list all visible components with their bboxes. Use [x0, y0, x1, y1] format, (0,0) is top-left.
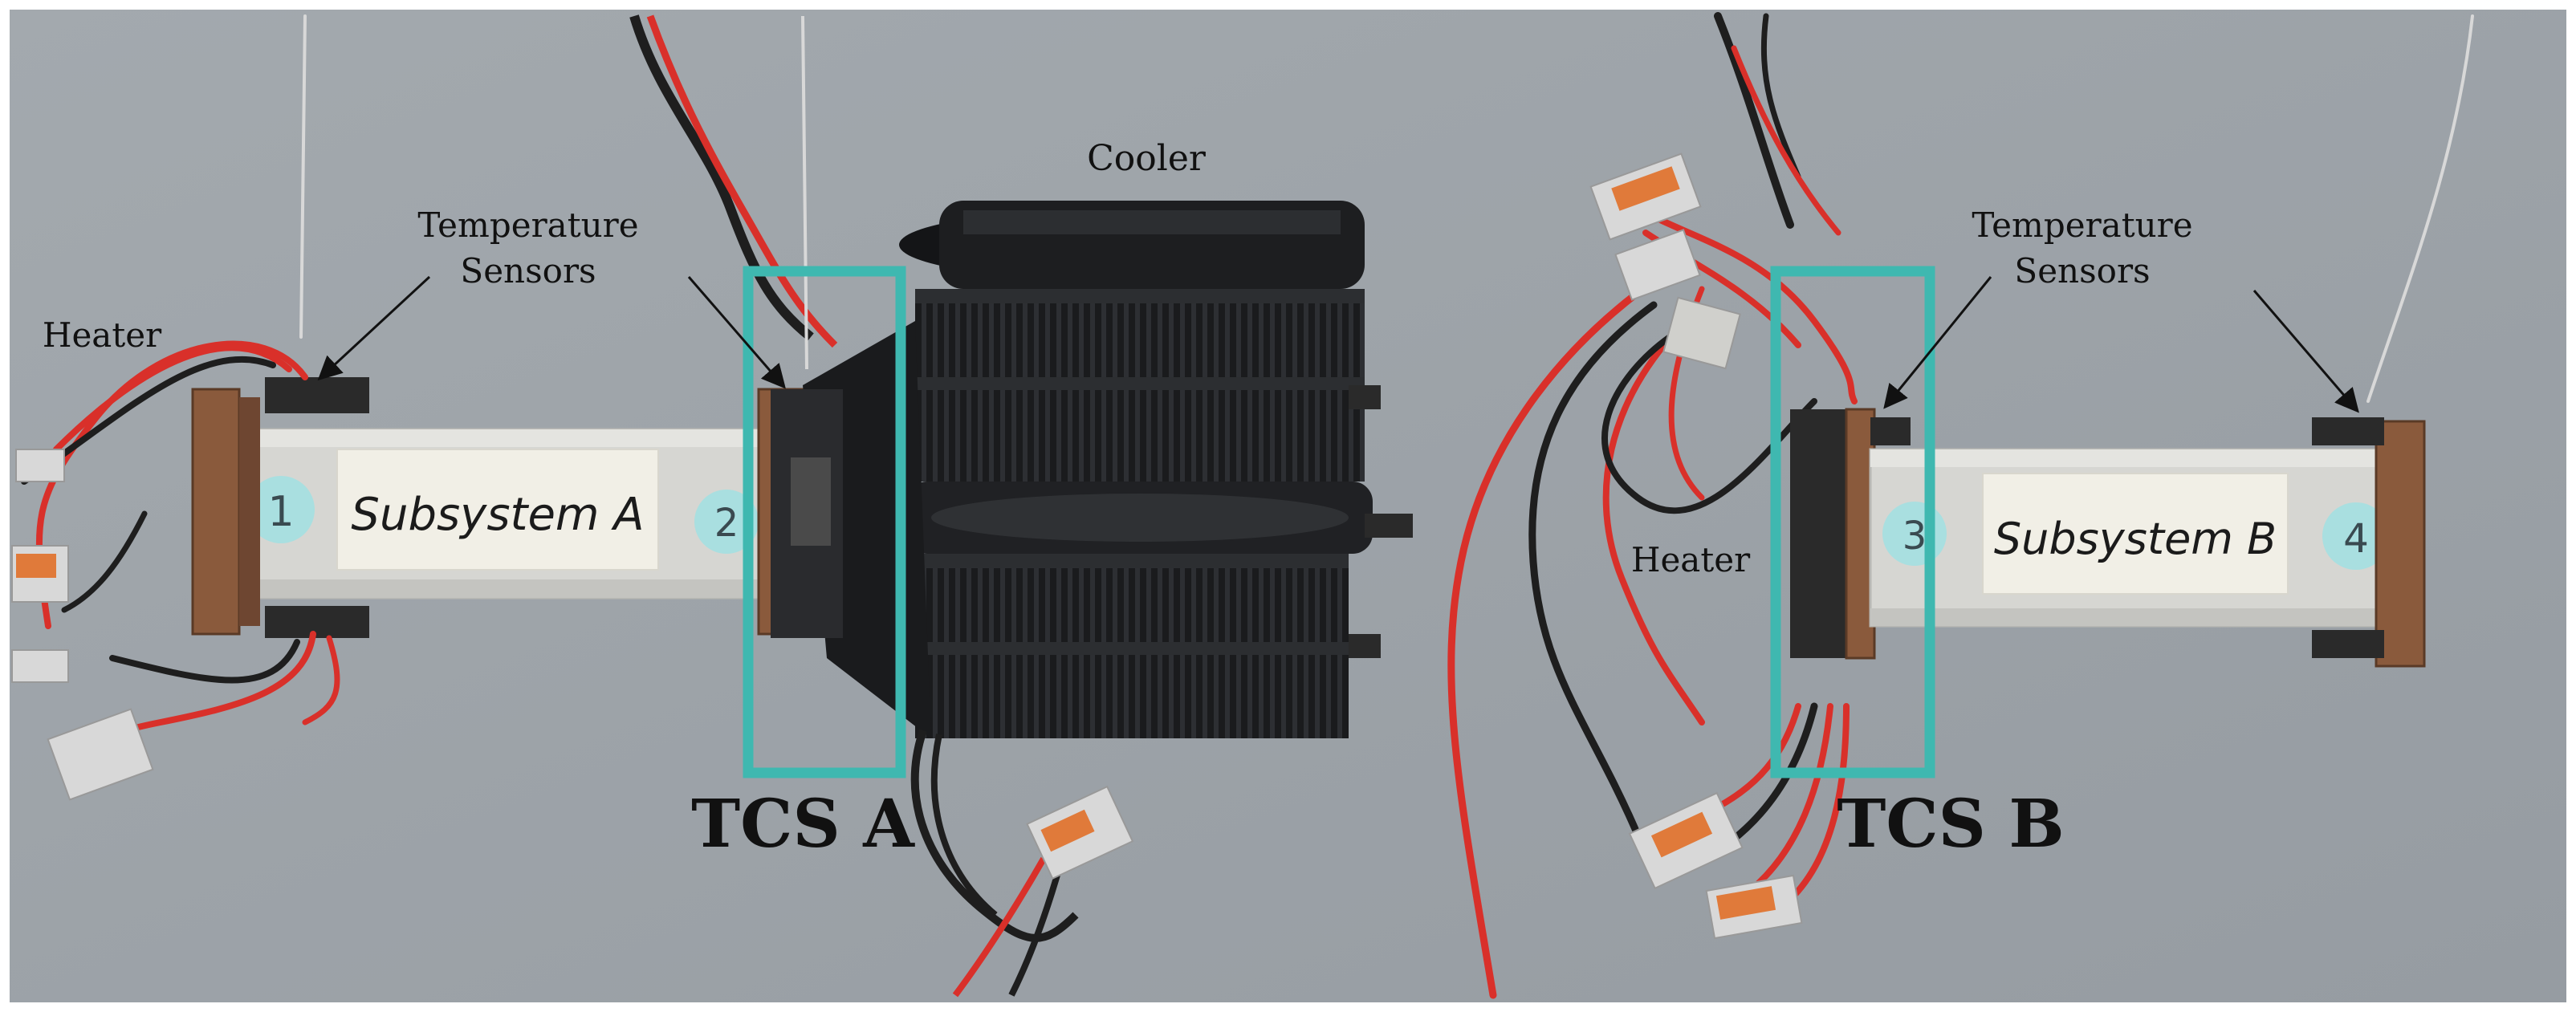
marker-3-label: 3	[1902, 514, 1927, 559]
sensors-left-line1: Temperature	[417, 205, 638, 245]
marker-dot-4	[2322, 502, 2390, 570]
connector-icon	[11, 449, 154, 801]
sensors-right-line2: Sensors	[2014, 251, 2150, 291]
tcs-b-label: TCS B	[1837, 786, 2064, 863]
marker-4-label: 4	[2343, 515, 2369, 562]
marker-dot-1	[247, 476, 315, 543]
marker-dot-2	[694, 490, 759, 554]
tcs-a-label: TCS A	[691, 786, 915, 863]
cooler-label: Cooler	[1087, 138, 1207, 179]
sensors-right-line1: Temperature	[1972, 205, 2192, 245]
marker-2-label: 2	[714, 501, 739, 546]
subsystem-b-label: Subsystem B	[1994, 514, 2277, 564]
tcs-a-highlight-box	[743, 266, 906, 778]
tcs-b-highlight-box	[1770, 266, 1935, 778]
subsystem-a-tag	[336, 449, 659, 571]
subsystem-b-tag	[1982, 473, 2289, 595]
sensors-left-line2: Sensors	[460, 251, 596, 291]
connector-icon	[1589, 152, 1803, 940]
heater-left-label: Heater	[43, 315, 162, 355]
connector-icon	[1026, 785, 1134, 880]
marker-1-label: 1	[267, 488, 294, 536]
arrow-icon	[317, 275, 2359, 413]
heater-right-label: Heater	[1631, 540, 1751, 579]
subsystem-b-assembly: Subsystem B 3 4	[1790, 408, 2426, 668]
subsystem-a-label: Subsystem A	[351, 489, 644, 541]
